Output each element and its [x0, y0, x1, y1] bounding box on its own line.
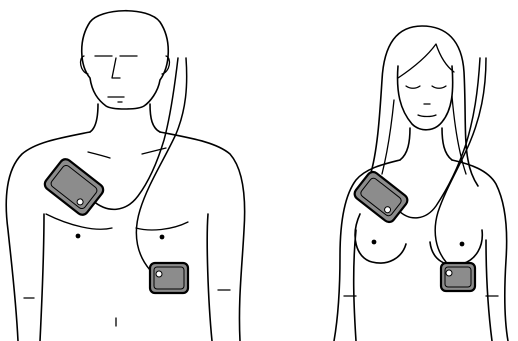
male-pad-cable-a [92, 58, 178, 209]
male-lower-pad-connector [156, 271, 162, 277]
male-inner-arm-right [40, 214, 44, 341]
female-lower-pad [441, 263, 475, 291]
male-clavicle-left [142, 148, 166, 154]
female-eye-right [406, 86, 420, 88]
female-nipple-right [372, 240, 377, 245]
female-figure [334, 26, 508, 341]
male-upper-pad [42, 157, 105, 217]
male-figure [6, 11, 244, 341]
female-face [398, 66, 453, 130]
male-inner-arm-left [207, 214, 212, 341]
female-inner-arm-right [354, 230, 356, 341]
female-breast-right [355, 214, 406, 263]
male-ear-left [162, 56, 169, 74]
male-pec-left [136, 222, 188, 230]
female-inner-arm-left [486, 240, 492, 341]
male-nose [112, 58, 120, 78]
female-shoulder-left [452, 160, 508, 341]
male-shoulder-left [160, 132, 245, 341]
male-upper-pad-body [42, 157, 105, 217]
male-nipple-left [160, 235, 165, 240]
male-head [82, 11, 169, 109]
male-nipple-right [76, 234, 81, 239]
male-neck-right [90, 104, 98, 132]
male-clavicle-right [88, 152, 110, 158]
female-upper-pad-body [352, 170, 410, 225]
female-neck-right [400, 128, 410, 160]
female-mouth [418, 115, 436, 117]
female-lower-pad-connector [446, 270, 452, 276]
female-upper-pad [352, 170, 410, 225]
female-eye-left [432, 86, 446, 88]
female-nipple-left [460, 242, 465, 247]
male-lower-pad [150, 263, 188, 293]
female-bangs [398, 44, 454, 78]
male-pec-right [46, 214, 112, 229]
female-neck-left [442, 128, 452, 160]
male-neck-left [150, 104, 160, 132]
